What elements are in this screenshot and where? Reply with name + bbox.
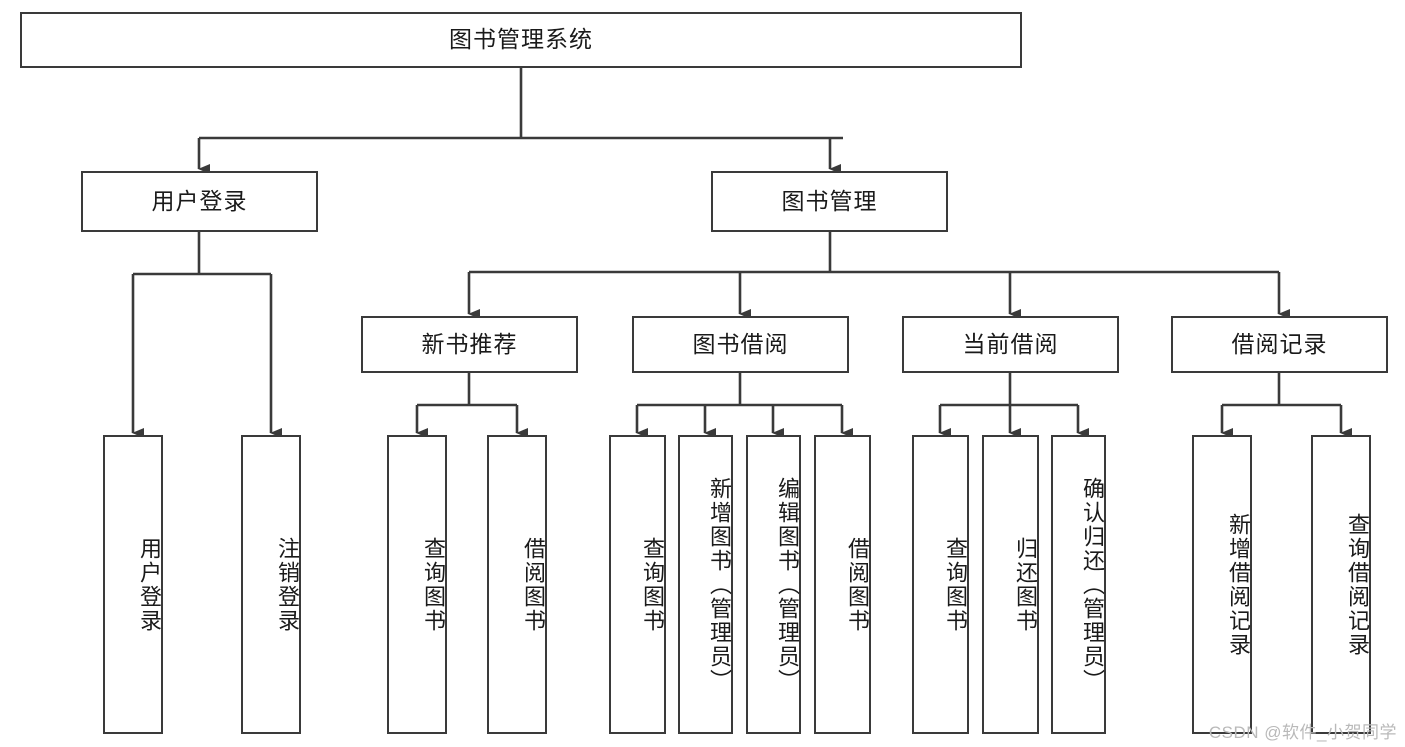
node-current-borrow[interactable]: 当前借阅 [902, 316, 1119, 373]
node-current-borrow-label: 当前借阅 [962, 330, 1059, 357]
node-book-manage-label: 图书管理 [781, 187, 878, 214]
node-new-book-recommend[interactable]: 新书推荐 [361, 316, 578, 373]
node-leaf-query-book-2-label: 查询图书 [640, 536, 665, 633]
node-leaf-edit-book[interactable]: 编辑图书（管理员） [746, 435, 801, 734]
node-leaf-add-record[interactable]: 新增借阅记录 [1192, 435, 1252, 734]
node-leaf-user-login-label: 用户登录 [137, 536, 162, 633]
node-leaf-add-book[interactable]: 新增图书（管理员） [678, 435, 733, 734]
node-leaf-logout-login-label: 注销登录 [275, 536, 300, 633]
node-borrow-record-label: 借阅记录 [1231, 330, 1328, 357]
node-leaf-query-book-2[interactable]: 查询图书 [609, 435, 666, 734]
node-user-login-label: 用户登录 [151, 187, 248, 214]
node-new-book-recommend-label: 新书推荐 [421, 330, 518, 357]
csdn-watermark: CSDN @软件_小贺同学 [1208, 723, 1397, 742]
node-book-borrow-label: 图书借阅 [692, 330, 789, 357]
node-borrow-record[interactable]: 借阅记录 [1171, 316, 1388, 373]
node-leaf-confirm-return[interactable]: 确认归还（管理员） [1051, 435, 1106, 734]
node-leaf-return-book-label: 归还图书 [1013, 536, 1038, 633]
node-leaf-add-book-label: 新增图书（管理员） [707, 476, 732, 693]
node-root-label: 图书管理系统 [449, 26, 593, 53]
node-leaf-confirm-return-label: 确认归还（管理员） [1080, 476, 1105, 693]
node-leaf-edit-book-label: 编辑图书（管理员） [775, 476, 800, 693]
node-leaf-query-book-1-label: 查询图书 [421, 536, 446, 633]
node-user-login[interactable]: 用户登录 [81, 171, 318, 232]
node-leaf-query-book-3[interactable]: 查询图书 [912, 435, 969, 734]
node-book-borrow[interactable]: 图书借阅 [632, 316, 849, 373]
node-leaf-logout-login[interactable]: 注销登录 [241, 435, 301, 734]
node-leaf-return-book[interactable]: 归还图书 [982, 435, 1039, 734]
node-root[interactable]: 图书管理系统 [20, 12, 1022, 68]
node-leaf-borrow-book-2-label: 借阅图书 [845, 536, 870, 633]
node-leaf-borrow-book-1-label: 借阅图书 [521, 536, 546, 633]
node-leaf-query-record[interactable]: 查询借阅记录 [1311, 435, 1371, 734]
node-leaf-query-record-label: 查询借阅记录 [1345, 512, 1370, 657]
node-leaf-query-book-1[interactable]: 查询图书 [387, 435, 447, 734]
node-leaf-query-book-3-label: 查询图书 [943, 536, 968, 633]
node-leaf-borrow-book-1[interactable]: 借阅图书 [487, 435, 547, 734]
node-leaf-borrow-book-2[interactable]: 借阅图书 [814, 435, 871, 734]
node-leaf-user-login[interactable]: 用户登录 [103, 435, 163, 734]
node-leaf-add-record-label: 新增借阅记录 [1226, 512, 1251, 657]
node-book-manage[interactable]: 图书管理 [711, 171, 948, 232]
